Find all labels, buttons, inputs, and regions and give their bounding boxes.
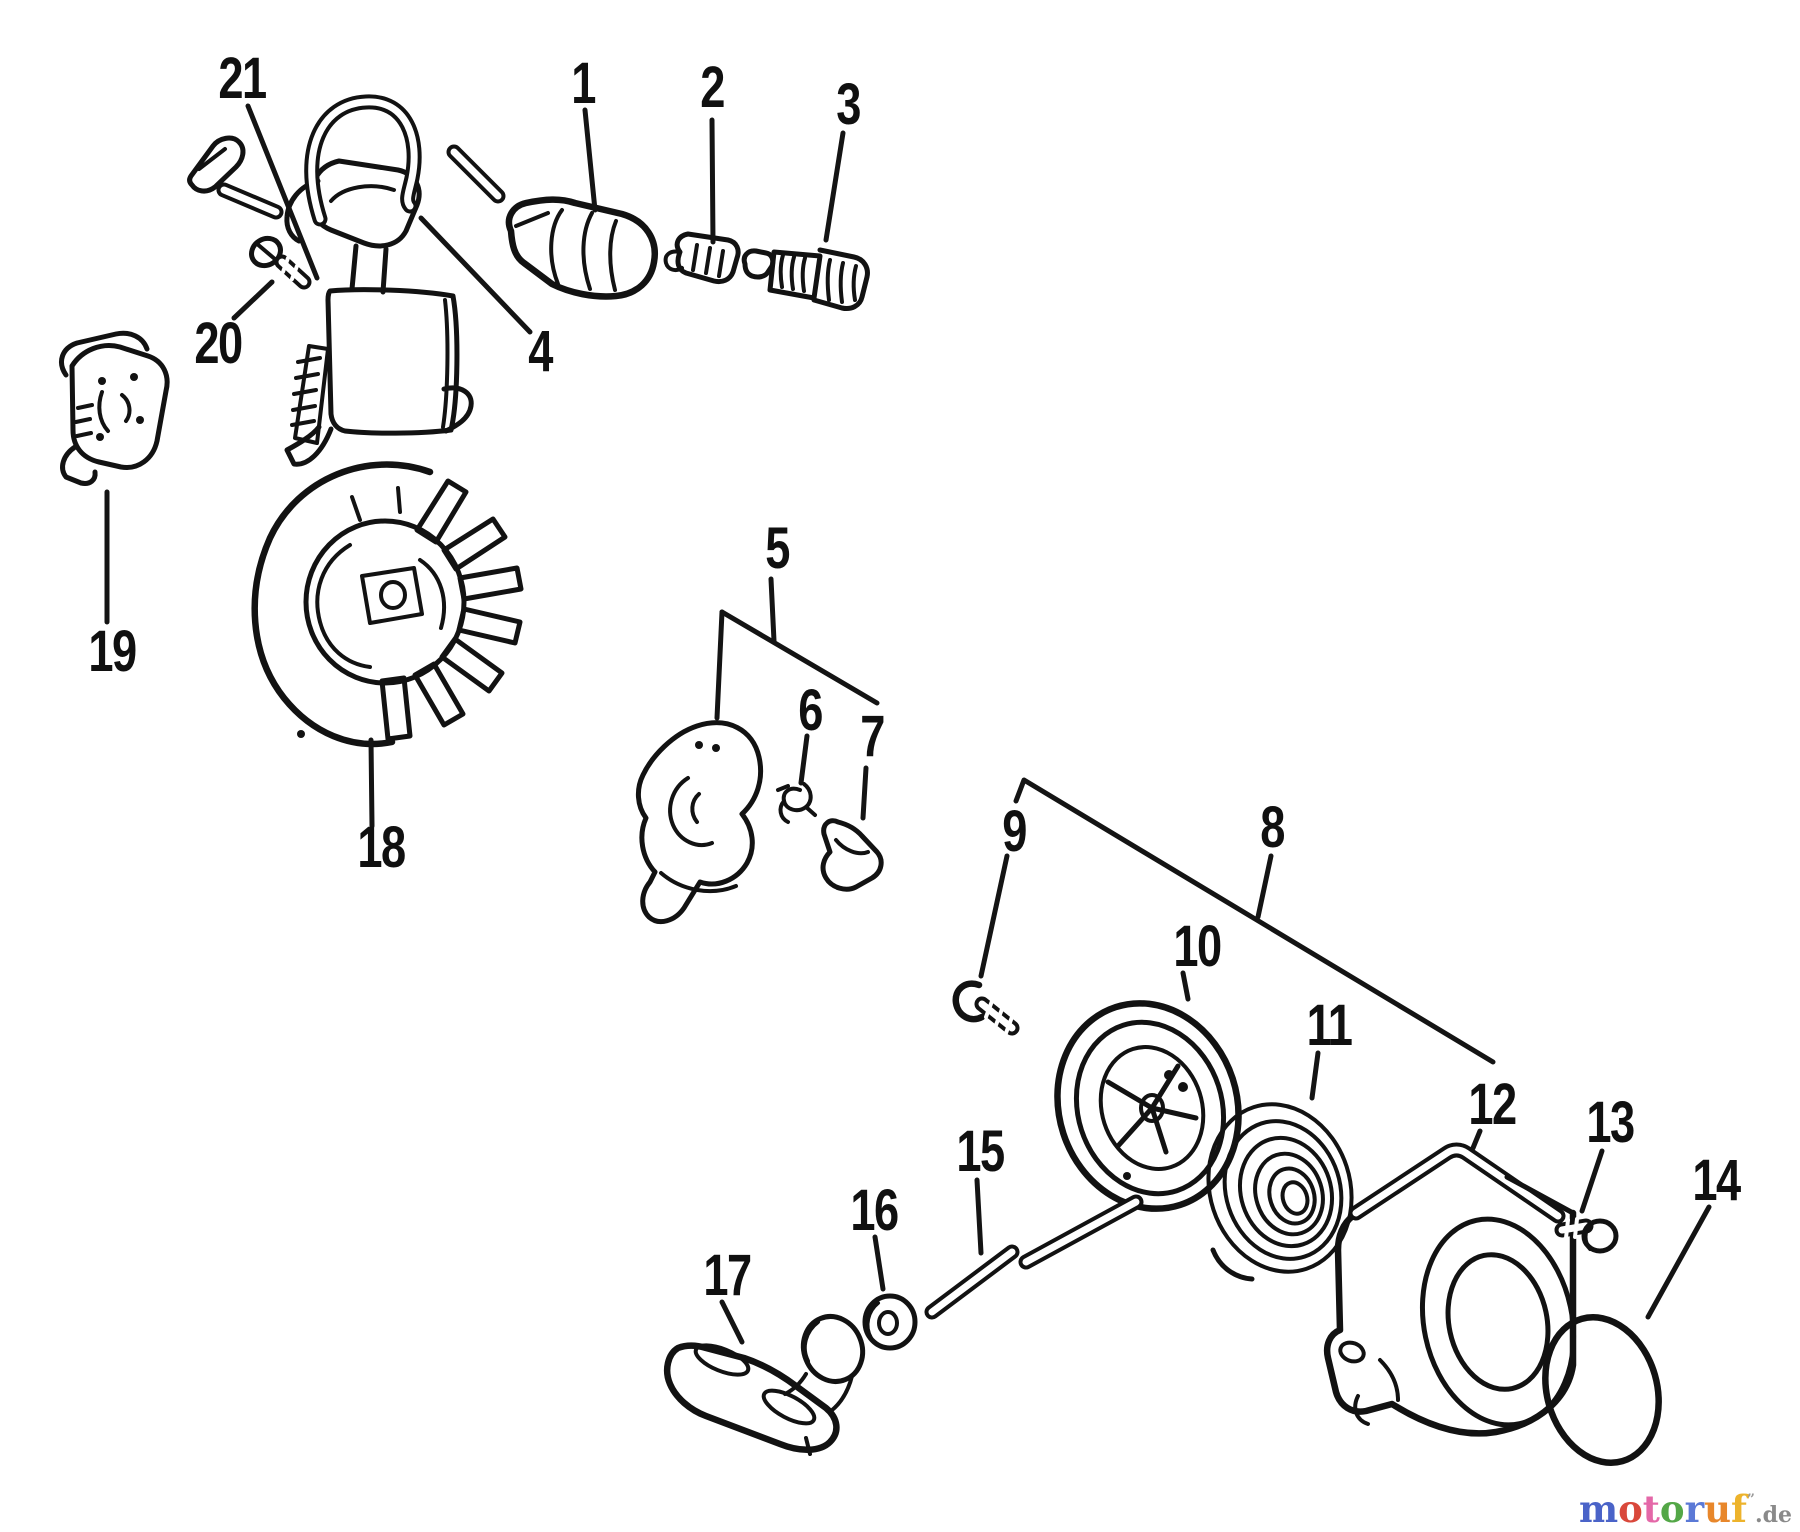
leader-line-5 <box>768 576 777 644</box>
pawl-spring-drawing <box>776 782 817 824</box>
plug-terminal-spring-drawing <box>663 231 741 285</box>
watermark-letter: f <box>1730 1487 1747 1531</box>
rope-pulley-drawing <box>1054 1000 1242 1212</box>
leader-line-6 <box>798 733 810 786</box>
watermark-letter: o <box>1618 1487 1643 1531</box>
starter-handle-drawing <box>664 1314 866 1456</box>
starter-pawl-drawing <box>820 818 884 892</box>
spade-terminal-drawing <box>187 135 284 220</box>
leader-line-12 <box>1470 1128 1483 1151</box>
starter-ring-drawing <box>1542 1314 1662 1466</box>
leader-line-16 <box>872 1234 886 1292</box>
part-number-15: 15 <box>956 1120 1004 1185</box>
leader-line-15 <box>974 1177 984 1256</box>
watermark-letter: o <box>1659 1487 1685 1531</box>
part-number-13: 13 <box>1586 1091 1634 1156</box>
flywheel-drawing <box>251 461 524 748</box>
part-number-6: 6 <box>798 679 822 744</box>
part-number-19: 19 <box>88 620 135 685</box>
part-number-17: 17 <box>703 1244 750 1309</box>
part-number-12: 12 <box>1468 1073 1515 1138</box>
leader-line-2 <box>709 117 716 245</box>
leader-line-13 <box>1579 1148 1605 1214</box>
pawl-carrier-plate-drawing <box>636 720 764 925</box>
watermark-word: motoruf <box>1579 1487 1747 1531</box>
starter-screw-drawing <box>952 980 1020 1036</box>
watermark-letter: u <box>1704 1487 1731 1531</box>
part-number-8: 8 <box>1260 796 1284 861</box>
part-number-21: 21 <box>218 47 266 112</box>
leader-line-8 <box>1255 853 1274 920</box>
leader-lines <box>104 103 1712 1345</box>
leader-line-20 <box>231 279 275 321</box>
housing-screw-drawing <box>1554 1217 1619 1254</box>
starter-housing-drawing <box>1323 1142 1577 1437</box>
leader-line-17 <box>719 1299 745 1345</box>
part-number-18: 18 <box>357 816 405 881</box>
watermark-letter: m <box>1578 1487 1619 1531</box>
spark-plug-drawing <box>741 247 870 311</box>
plug-wire-loop-drawing <box>304 94 506 227</box>
spark-plug-cap-drawing <box>505 196 658 300</box>
ignition-coil-drawing <box>284 158 474 467</box>
part-number-2: 2 <box>700 56 724 121</box>
part-number-3: 3 <box>836 73 860 138</box>
leader-line-5 <box>719 609 880 706</box>
part-number-4: 4 <box>528 320 553 385</box>
diagram-artwork <box>59 94 1662 1466</box>
watermark-letter: r <box>1684 1487 1705 1531</box>
leader-line-21 <box>245 103 320 281</box>
part-number-7: 7 <box>860 705 884 770</box>
part-number-5: 5 <box>765 517 789 582</box>
recoil-spring-drawing <box>1206 1102 1354 1282</box>
rope-ferrule-drawing <box>862 1293 918 1351</box>
ignition-module-drawing <box>59 330 170 486</box>
watermark-letter: t <box>1642 1487 1660 1531</box>
leader-line-18 <box>368 737 375 829</box>
leader-line-8 <box>1013 777 1496 1065</box>
part-number-16: 16 <box>850 1179 898 1244</box>
part-number-9: 9 <box>1002 800 1026 865</box>
leader-line-5 <box>714 609 725 721</box>
leader-line-7 <box>860 765 869 821</box>
leader-line-10 <box>1180 970 1191 1002</box>
part-number-1: 1 <box>571 52 595 117</box>
leader-line-1 <box>582 107 598 213</box>
coil-screw-drawing <box>249 235 312 290</box>
watermark-trademark: ” <box>1746 1492 1755 1508</box>
part-number-14: 14 <box>1692 1149 1741 1214</box>
leader-line-9 <box>978 853 1010 979</box>
part-number-11: 11 <box>1307 994 1352 1059</box>
leader-line-11 <box>1309 1050 1321 1101</box>
watermark-logo: motoruf”.de <box>1579 1491 1792 1528</box>
leader-line-4 <box>418 215 533 335</box>
leader-line-3 <box>823 130 846 243</box>
watermark-suffix: .de <box>1754 1502 1792 1528</box>
starter-rope-drawing <box>924 1194 1144 1320</box>
part-number-20: 20 <box>194 312 241 377</box>
part-number-10: 10 <box>1173 915 1220 980</box>
leader-line-14 <box>1645 1204 1712 1320</box>
